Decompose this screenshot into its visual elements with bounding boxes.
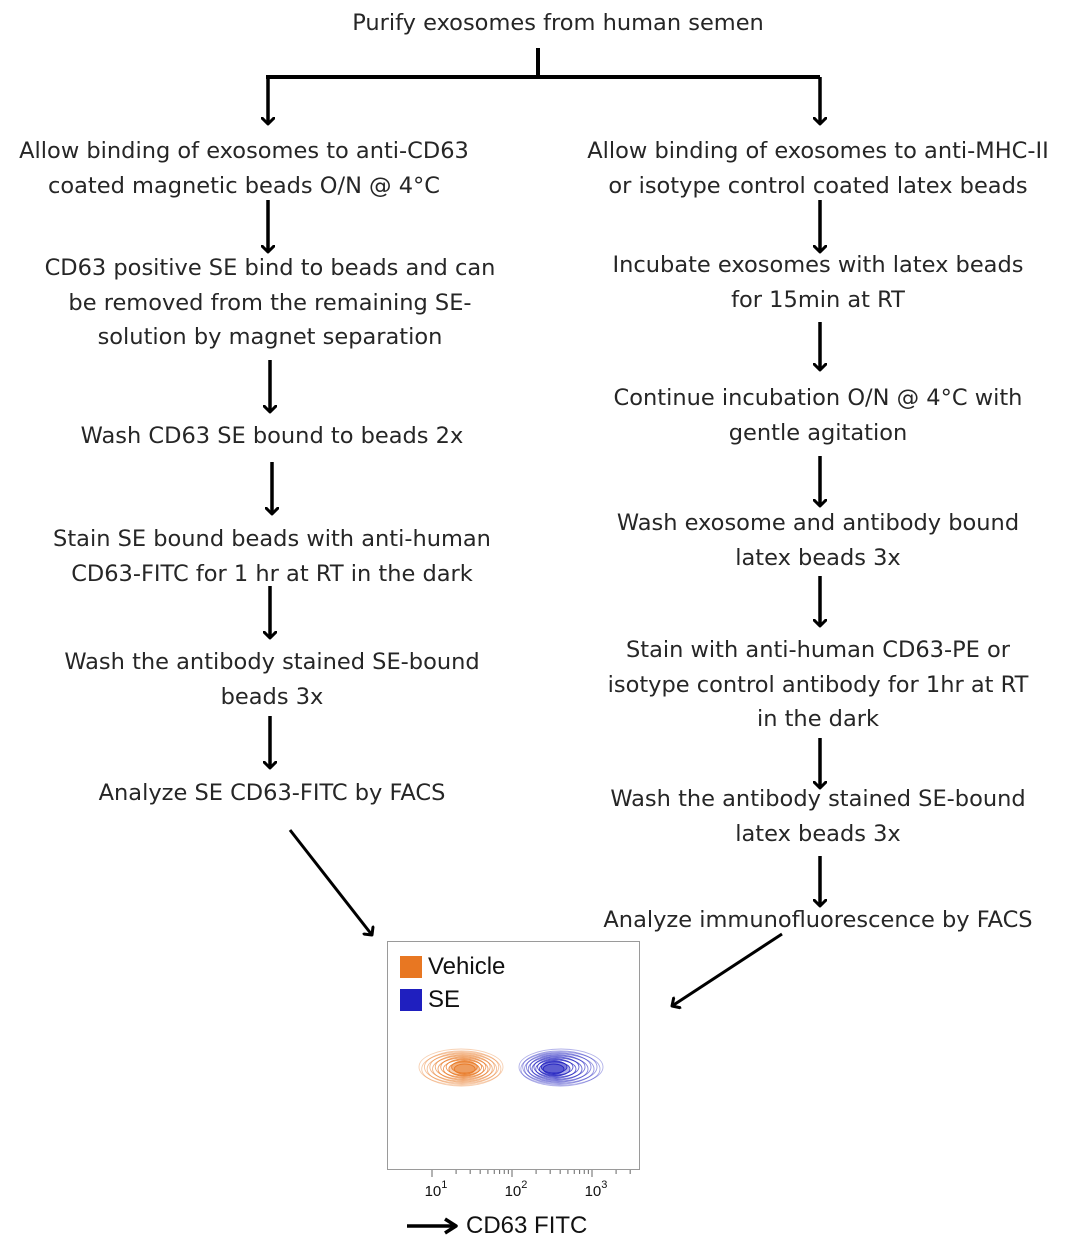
tick-base: 10 — [504, 1183, 522, 1200]
right-step-5-line: in the dark — [756, 706, 880, 732]
x-axis-label: CD63 FITC — [466, 1212, 588, 1239]
step-arrows — [268, 200, 820, 1006]
right-step-3-line: Continue incubation O/N @ 4°C with — [613, 385, 1023, 411]
contour-ring — [421, 1051, 502, 1087]
right-step-7-line: Analyze immunofluorescence by FACS — [603, 907, 1033, 933]
right-step-3: Continue incubation O/N @ 4°C with gentle… — [614, 381, 1023, 450]
x-tick-label: 103 — [584, 1179, 608, 1200]
contour-ring — [522, 1050, 598, 1084]
left-step-2-line: be removed from the remaining SE- — [68, 289, 472, 316]
branch-split-connector — [266, 48, 820, 124]
contour-ring — [432, 1055, 493, 1083]
left-step-4-line: CD63-FITC for 1 hr at RT in the dark — [71, 560, 473, 587]
x-tick-label: 102 — [504, 1179, 528, 1200]
left-step-5-line: Wash the antibody stained SE-bound — [64, 649, 480, 675]
contour-se — [518, 1048, 604, 1087]
contour-ring — [518, 1048, 604, 1086]
x-axis-arrow-icon — [407, 1217, 458, 1235]
tick-exponent: 1 — [441, 1179, 448, 1191]
contour-ring — [418, 1048, 504, 1086]
contour-ring — [451, 1060, 478, 1074]
right-step-6-line: Wash the antibody stained SE-bound — [610, 786, 1026, 812]
contour-ring — [525, 1052, 592, 1082]
left-to-plot-arrow — [288, 829, 372, 935]
left-step-5-line: beads 3x — [220, 683, 324, 710]
legend-label-se: SE — [428, 986, 461, 1013]
facs-plot: Vehicle SE — [387, 941, 640, 1170]
contour-vehicle — [418, 1048, 504, 1087]
left-step-2-line: CD63 positive SE bind to beads and can — [44, 255, 496, 281]
right-step-5: Stain with anti-human CD63-PE or isotype … — [608, 633, 1029, 737]
start-step: Purify exosomes from human semen — [352, 6, 764, 41]
contour-ring — [426, 1053, 498, 1085]
left-step-2: CD63 positive SE bind to beads and can be… — [45, 251, 496, 355]
contour-ring — [533, 1056, 580, 1078]
right-step-2: Incubate exosomes with latex beads for 15… — [613, 248, 1024, 317]
contour-ring — [524, 1053, 595, 1085]
right-step-2-line: for 15min at RT — [731, 286, 905, 313]
contour-ring — [520, 1051, 601, 1087]
left-step-4-line: Stain SE bound beads with anti-human — [53, 526, 491, 552]
legend-label-vehicle: Vehicle — [428, 953, 506, 980]
tick-exponent: 2 — [521, 1179, 528, 1191]
right-step-4-line: Wash exosome and antibody bound — [616, 510, 1020, 536]
contour-ring — [529, 1054, 586, 1080]
left-step-3: Wash CD63 SE bound to beads 2x — [81, 419, 464, 454]
legend-swatch-se — [400, 989, 422, 1011]
contour-ring — [453, 1063, 476, 1075]
right-step-6: Wash the antibody stained SE-bound latex … — [610, 782, 1025, 851]
left-step-1: Allow binding of exosomes to anti-CD63 co… — [19, 134, 469, 203]
right-step-4-line: latex beads 3x — [735, 544, 901, 571]
contour-ring — [434, 1054, 491, 1080]
contour-ring — [437, 1057, 489, 1081]
contour-ring — [527, 1055, 589, 1083]
right-step-1-line: or isotype control coated latex beads — [608, 172, 1028, 199]
right-step-4: Wash exosome and antibody bound latex bea… — [617, 506, 1019, 575]
contour-ring — [440, 1056, 487, 1078]
tick-exponent: 3 — [601, 1179, 608, 1191]
contour-ring — [423, 1050, 500, 1084]
right-step-1: Allow binding of exosomes to anti-MHC-II… — [587, 134, 1048, 203]
left-step-2-line: solution by magnet separation — [97, 324, 443, 350]
left-step-1-line: coated magnetic beads O/N @ 4°C — [48, 172, 440, 199]
start-step-line: Purify exosomes from human semen — [352, 10, 764, 36]
right-to-plot-arrow — [672, 932, 783, 1006]
contour-plot-area — [418, 1048, 604, 1087]
right-step-3-line: gentle agitation — [728, 419, 908, 446]
right-step-5-line: isotype control antibody for 1hr at RT — [607, 671, 1029, 698]
left-step-5: Wash the antibody stained SE-bound beads … — [64, 645, 479, 714]
legend-swatch-vehicle — [400, 956, 422, 978]
right-step-2-line: Incubate exosomes with latex beads — [612, 252, 1024, 278]
contour-ring — [429, 1052, 495, 1082]
right-step-6-line: latex beads 3x — [735, 820, 901, 847]
tick-base: 10 — [424, 1183, 442, 1200]
contour-ring — [535, 1059, 577, 1079]
left-step-6-line: Analyze SE CD63-FITC by FACS — [98, 780, 446, 806]
left-step-3-line: Wash CD63 SE bound to beads 2x — [80, 423, 464, 449]
right-step-7: Analyze immunofluorescence by FACS — [603, 903, 1032, 938]
contour-ring — [537, 1058, 574, 1076]
contour-ring — [531, 1057, 583, 1081]
right-step-5-line: Stain with anti-human CD63-PE or — [625, 637, 1011, 663]
contour-ring — [442, 1059, 485, 1079]
right-step-1-line: Allow binding of exosomes to anti-MHC-II — [587, 138, 1049, 164]
tick-base: 10 — [584, 1183, 602, 1200]
left-step-1-line: Allow binding of exosomes to anti-CD63 — [19, 138, 469, 164]
x-tick-label: 101 — [424, 1179, 448, 1200]
contour-ring — [542, 1063, 565, 1075]
contour-ring — [445, 1058, 483, 1076]
contour-ring — [540, 1060, 568, 1074]
left-step-6: Analyze SE CD63-FITC by FACS — [99, 776, 446, 811]
